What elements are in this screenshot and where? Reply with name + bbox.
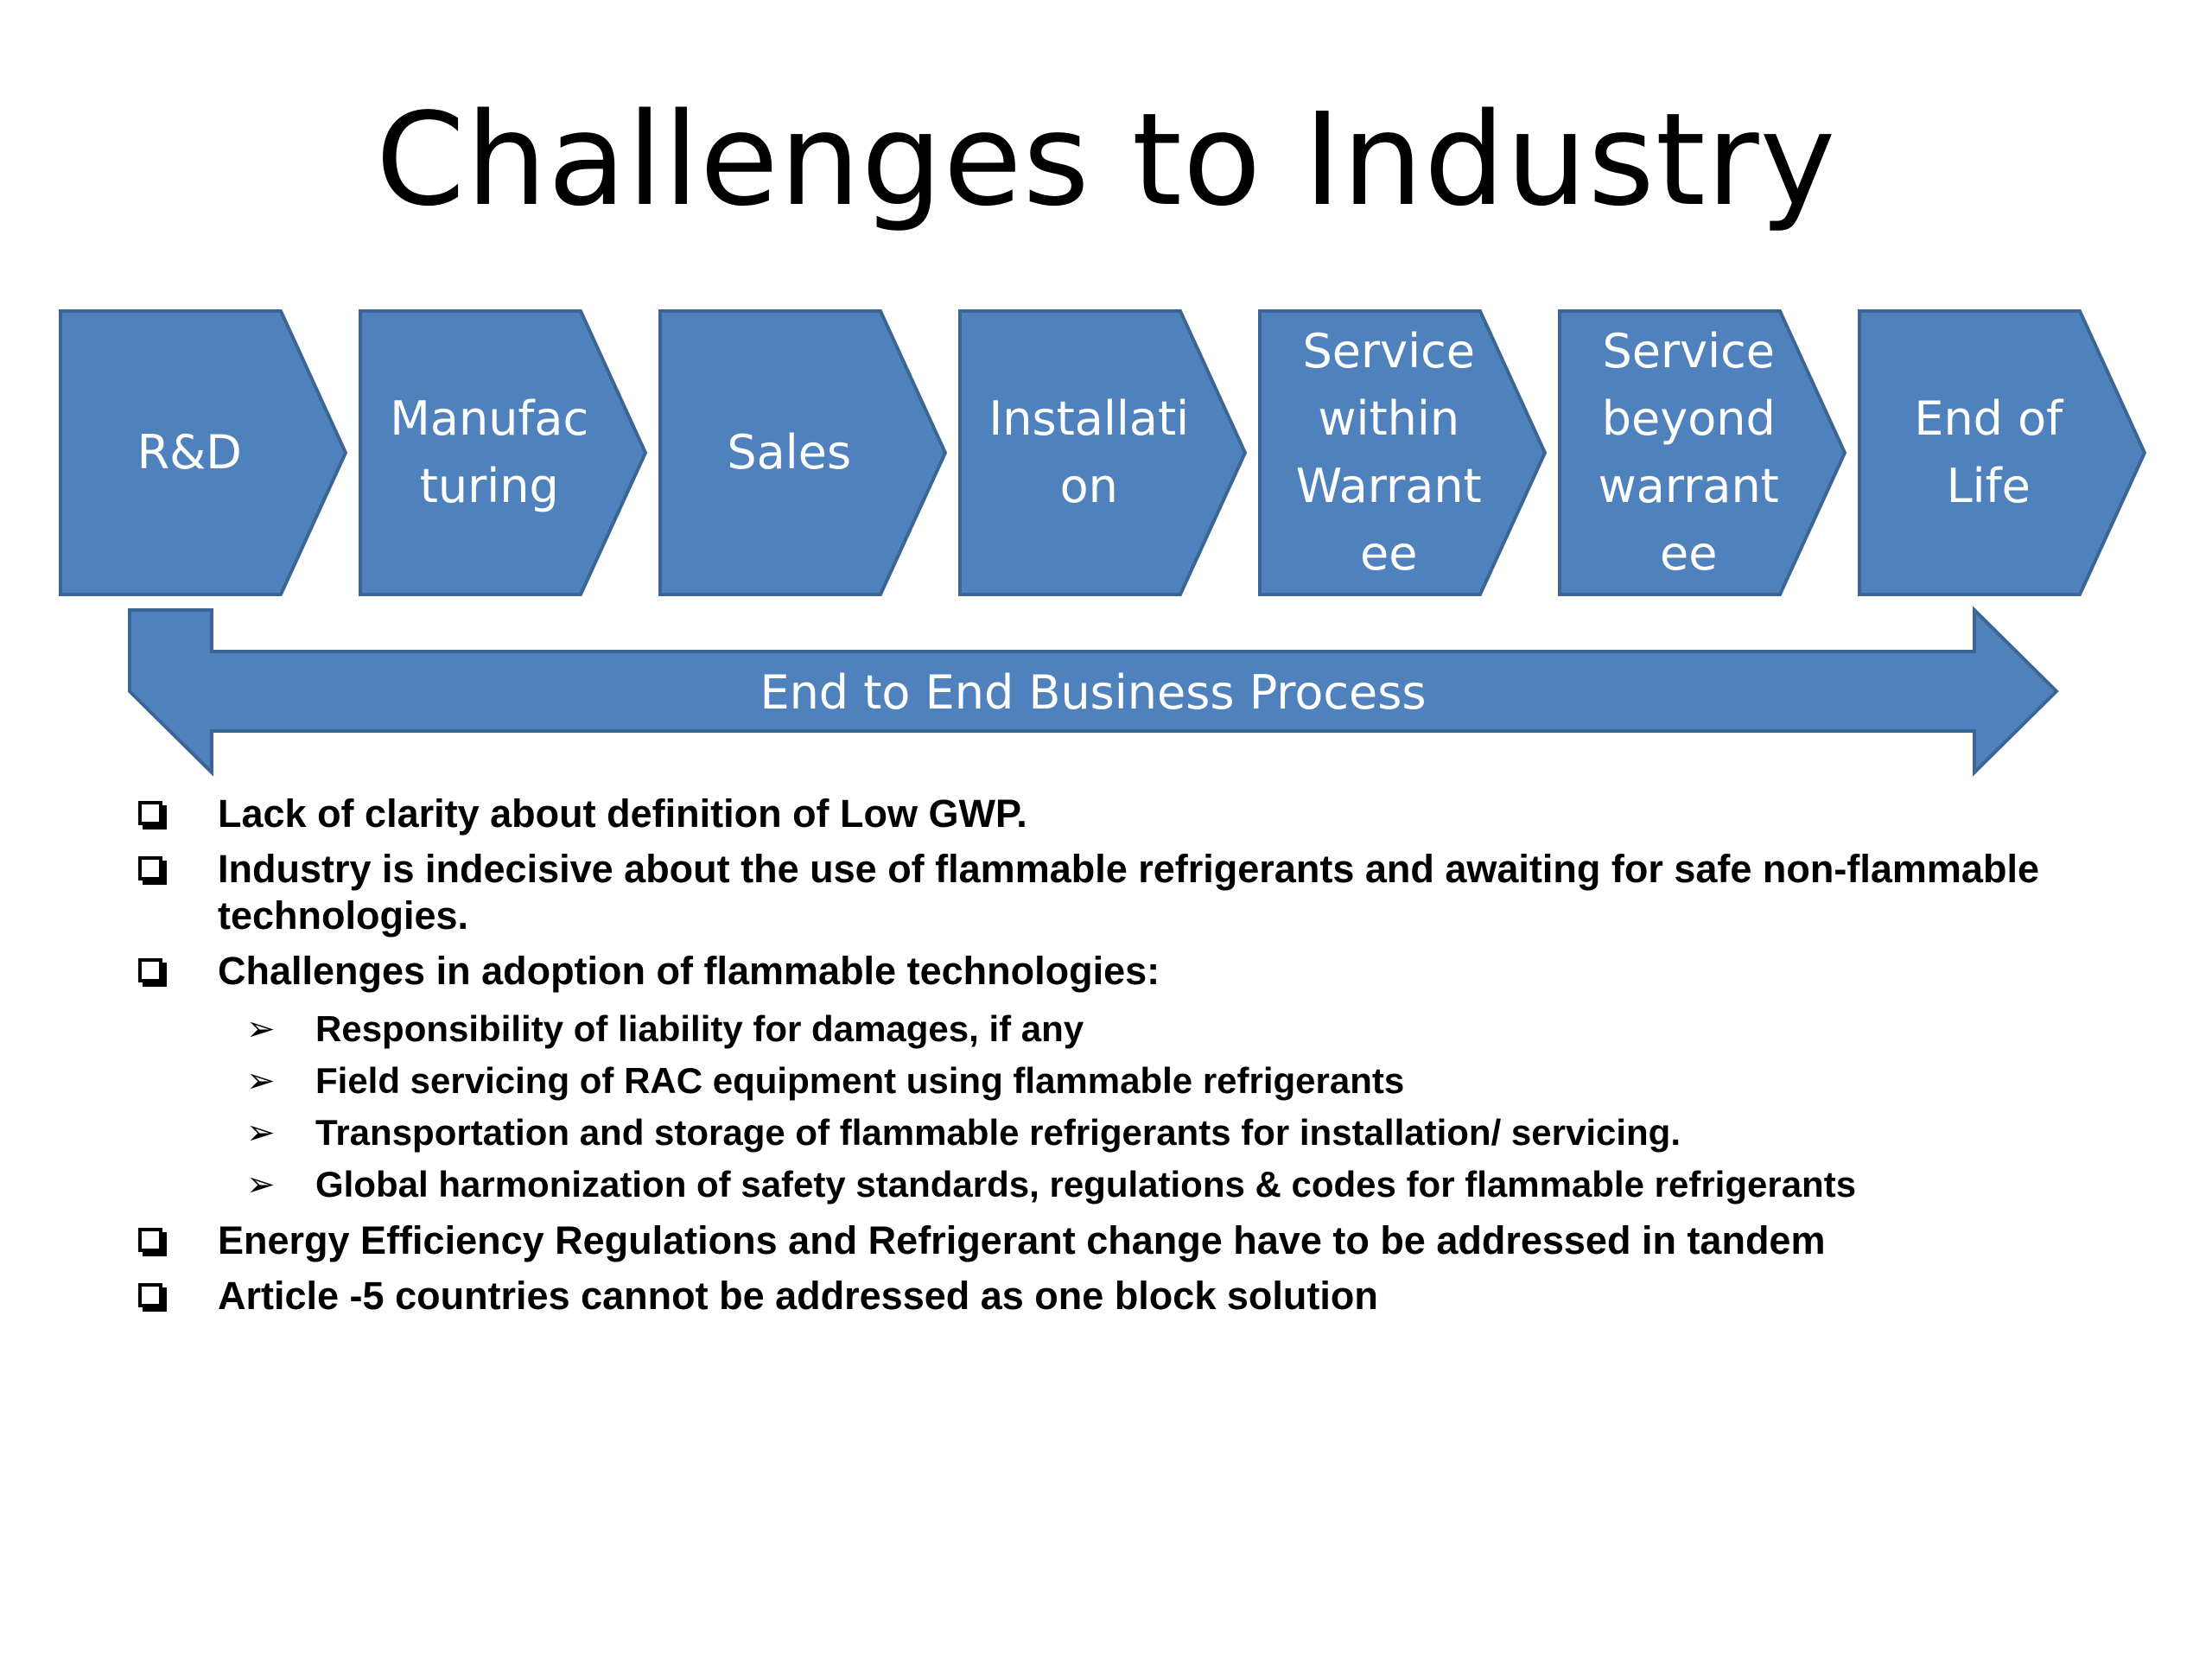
process-step-chevron <box>1258 309 1548 596</box>
sub-list-item: ➢ Global harmonization of safety standar… <box>130 1159 2074 1211</box>
bullet-text: Energy Efficiency Regulations and Refrig… <box>218 1218 1826 1262</box>
bullet-text: Lack of clarity about definition of Low … <box>218 791 1027 836</box>
process-step-label: Service beyond warrant ee <box>1598 324 1779 581</box>
sub-list-item: ➢ Transportation and storage of flammabl… <box>130 1107 2074 1159</box>
checkbox-square-icon <box>138 801 162 825</box>
end-to-end-label: End to End Business Process <box>760 664 1427 720</box>
arrowhead-icon: ➢ <box>246 1165 276 1205</box>
end-to-end-double-arrow <box>128 606 2059 777</box>
list-item: Industry is indecisive about the use of … <box>130 846 2074 939</box>
arrowhead-icon: ➢ <box>246 1061 276 1101</box>
arrowhead-icon: ➢ <box>246 1113 276 1153</box>
list-item: Challenges in adoption of flammable tech… <box>130 948 2074 995</box>
process-step-chevron <box>958 309 1248 596</box>
process-step-label: Service within Warrant ee <box>1295 324 1482 581</box>
slide-title: Challenges to Industry <box>375 86 1837 234</box>
process-step-label: R&D <box>137 425 242 480</box>
sub-bullet-text: Field servicing of RAC equipment using f… <box>315 1060 1405 1101</box>
process-step-label: Installati on <box>988 391 1190 513</box>
arrowhead-icon: ➢ <box>246 1009 276 1049</box>
sub-list-item: ➢ Field servicing of RAC equipment using… <box>130 1055 2074 1107</box>
process-step-chevron <box>1558 309 1847 596</box>
sub-bullet-text: Global harmonization of safety standards… <box>315 1164 1857 1205</box>
sub-bullet-text: Transportation and storage of flammable … <box>315 1112 1681 1153</box>
process-step-label: Manufac turing <box>390 391 589 513</box>
checkbox-square-icon <box>138 958 162 982</box>
challenge-list: Lack of clarity about definition of Low … <box>130 791 2074 1328</box>
process-flow-diagram <box>59 309 2147 777</box>
list-item: Energy Efficiency Regulations and Refrig… <box>130 1217 2074 1264</box>
bullet-text: Challenges in adoption of flammable tech… <box>218 949 1160 993</box>
bullet-text: Article -5 countries cannot be addressed… <box>218 1274 1378 1318</box>
process-step-chevron <box>59 309 348 596</box>
process-step-chevron <box>658 309 948 596</box>
sub-bullet-text: Responsibility of liability for damages,… <box>315 1008 1084 1049</box>
bullet-text: Industry is indecisive about the use of … <box>218 847 2039 938</box>
checkbox-square-icon <box>138 1283 162 1307</box>
checkbox-square-icon <box>138 1228 162 1252</box>
checkbox-square-icon <box>138 856 162 880</box>
process-step-chevron <box>359 309 648 596</box>
list-item: Article -5 countries cannot be addressed… <box>130 1273 2074 1319</box>
sub-list-item: ➢ Responsibility of liability for damage… <box>130 1003 2074 1055</box>
process-step-chevron <box>1858 309 2147 596</box>
list-item: Lack of clarity about definition of Low … <box>130 791 2074 837</box>
process-step-label: End of Life <box>1914 391 2063 513</box>
process-step-label: Sales <box>727 425 852 480</box>
